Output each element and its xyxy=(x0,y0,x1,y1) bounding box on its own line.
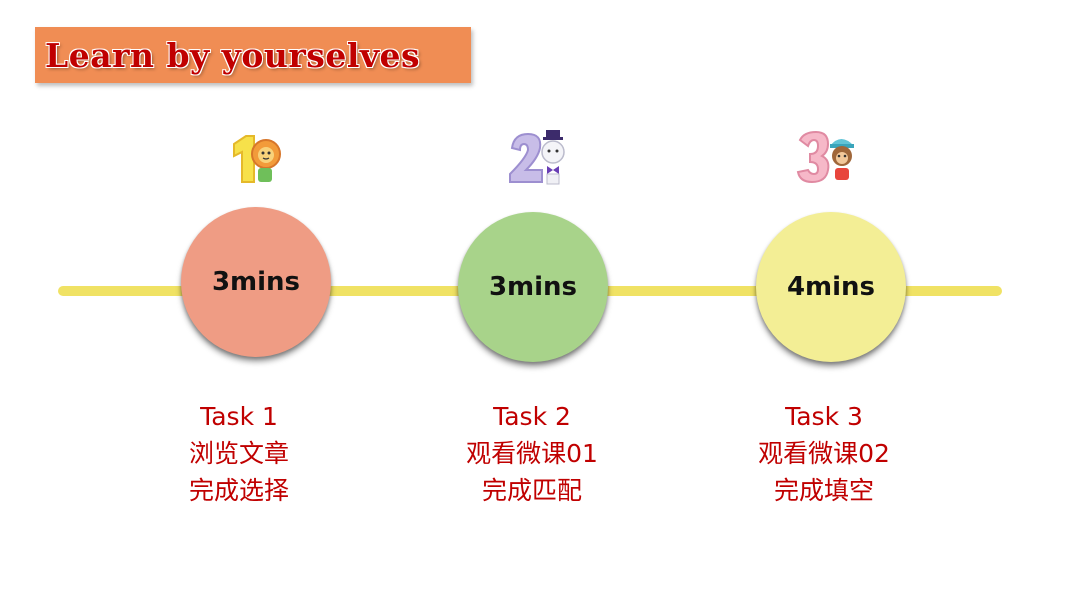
step-2-duration: 3mins xyxy=(488,272,578,302)
step-2-task-line1: 观看微课01 xyxy=(466,439,598,468)
step-1-duration: 3mins xyxy=(211,267,301,297)
step-1-task-line2: 完成选择 xyxy=(188,476,289,505)
title-banner: Learn by yourselves xyxy=(35,27,471,83)
step-2-task-line2: 完成匹配 xyxy=(481,476,582,505)
number-3-monkey-icon xyxy=(796,130,854,184)
step-1-task-line1: 浏览文章 xyxy=(188,439,289,468)
step-3-task: Task 3 观看微课02 完成填空 xyxy=(714,398,934,509)
step-3-task-line1: 观看微课02 xyxy=(758,439,890,468)
step-2-task-title: Task 2 xyxy=(493,402,571,431)
number-2-cat-icon xyxy=(509,130,565,185)
step-3-circle: 4mins xyxy=(756,212,906,362)
step-1-task: Task 1 浏览文章 完成选择 xyxy=(129,398,349,509)
step-1-circle: 3mins xyxy=(181,207,331,357)
step-1-task-title: Task 1 xyxy=(200,402,278,431)
step-3-task-title: Task 3 xyxy=(785,402,863,431)
step-3-task-line2: 完成填空 xyxy=(773,476,874,505)
step-3-duration: 4mins xyxy=(786,272,876,302)
number-1-lion-icon xyxy=(233,135,281,183)
step-2-circle: 3mins xyxy=(458,212,608,362)
step-2-task: Task 2 观看微课01 完成匹配 xyxy=(422,398,642,509)
page-title: Learn by yourselves xyxy=(45,35,421,75)
